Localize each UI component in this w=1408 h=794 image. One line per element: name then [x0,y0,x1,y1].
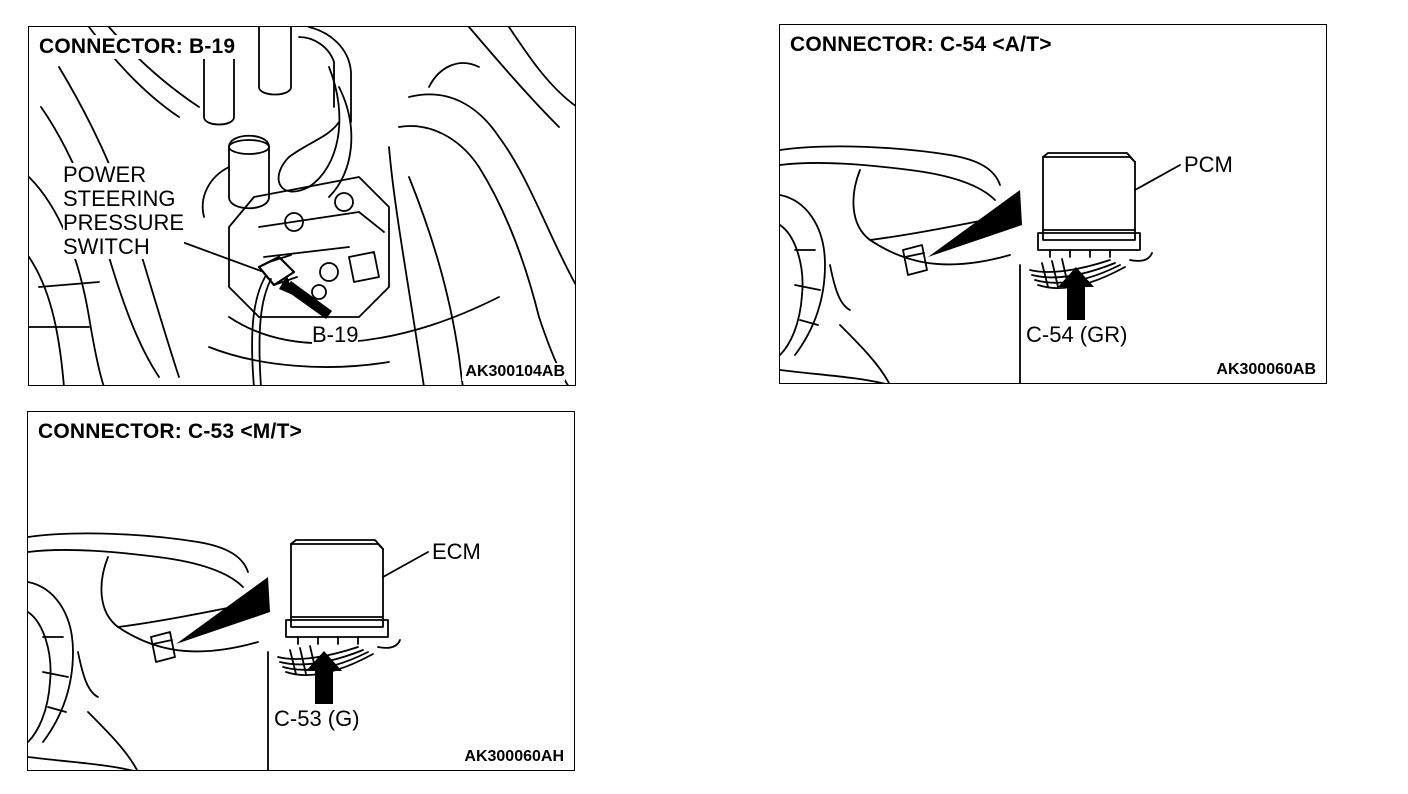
figure-code: AK300060AH [461,748,564,766]
connector-label: B-19 [312,322,359,347]
panel-title: CONNECTOR: C-53 <M/T> [38,420,307,444]
panel-title: CONNECTOR: C-54 <A/T> [790,33,1056,57]
pointer-arrow [279,275,332,319]
component-label: POWER STEERING PRESSURE SWITCH [63,163,185,259]
figure-code: AK300104AB [462,363,565,381]
panel-connector-c53: CONNECTOR: C-53 <M/T> ECM C-53 (G) AK300… [27,411,575,771]
connector-label: C-54 (GR) [1026,322,1128,347]
component-label-line-3: PRESSURE [63,210,185,235]
dashboard-ecm-illustration [28,532,429,770]
component-label-line-1: POWER [63,163,185,187]
component-label-line-2: STEERING [63,187,185,211]
panel-title: CONNECTOR: B-19 [39,35,240,59]
unit-label: PCM [1184,152,1233,177]
dashboard-pcm-illustration [780,145,1181,383]
figure-code: AK300060AB [1213,361,1316,379]
component-label-line-4: SWITCH [63,235,185,259]
panel-connector-c54: CONNECTOR: C-54 <A/T> PCM C-54 (GR) AK30… [779,24,1327,384]
unit-label: ECM [432,539,481,564]
panel-connector-b19: CONNECTOR: B-19 POWER STEERING PRESSURE … [28,26,576,386]
connector-label: C-53 (G) [274,706,360,731]
